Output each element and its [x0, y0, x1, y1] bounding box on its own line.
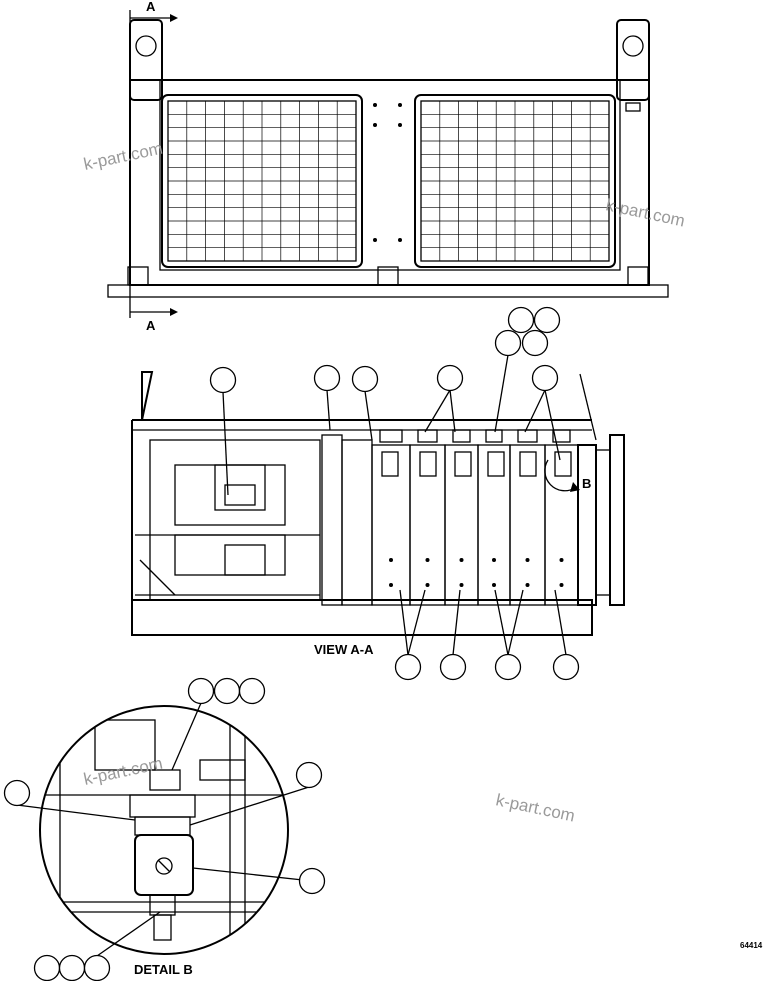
view-a-a: B VIEW A-A: [131, 371, 625, 657]
watermark: k-part.com: [494, 790, 576, 825]
callout-balloon: [33, 954, 61, 981]
callout-balloon: [531, 364, 559, 392]
callout-balloon: [58, 954, 86, 981]
callout-balloon: [83, 954, 111, 981]
callout-balloon: [533, 306, 561, 334]
view-label: VIEW A-A: [314, 642, 374, 657]
callout-balloon: [494, 653, 522, 681]
detail-b: DETAIL B: [39, 705, 289, 977]
callout-balloon: [507, 306, 535, 334]
callout-balloon: [552, 653, 580, 681]
callout-balloon: [494, 329, 522, 357]
callout-balloon: [187, 677, 215, 705]
top-view: A A: [107, 0, 669, 333]
callout-balloon: [313, 364, 341, 392]
callout-balloon: [213, 677, 241, 705]
callout-balloon: [351, 365, 379, 393]
section-marker-top: A: [146, 0, 156, 14]
callout-balloon: [238, 677, 266, 705]
watermark: k-part.com: [82, 754, 164, 789]
fitting-body: [129, 794, 196, 818]
drawing-number: 64414: [740, 941, 763, 950]
watermark: k-part.com: [82, 139, 164, 174]
callout-balloon: [521, 329, 549, 357]
outlet-flange: [609, 434, 625, 606]
base-plate: [107, 284, 669, 298]
detail-circle: [39, 705, 289, 955]
watermark: k-part.com: [604, 195, 686, 230]
callout-balloon: [3, 779, 31, 807]
lifting-ear-left: [129, 19, 163, 101]
lifting-ear-right: [616, 19, 650, 101]
callout-balloon: [436, 364, 464, 392]
callout-balloon: [295, 761, 323, 789]
solenoid-body: [134, 834, 194, 896]
grille-right: [414, 94, 616, 268]
callout-balloons: [3, 306, 580, 981]
detail-label: DETAIL B: [134, 962, 193, 977]
callout-balloon: [298, 867, 326, 895]
valve-bank: [371, 429, 579, 606]
section-marker-bottom: A: [146, 318, 156, 333]
grille-left: [161, 94, 363, 268]
callout-balloon: [394, 653, 422, 681]
fitting-nut: [149, 769, 181, 791]
callout-balloon: [439, 653, 467, 681]
pump-compartment: [149, 439, 321, 601]
housing-base: [131, 599, 593, 636]
callout-balloon: [209, 366, 237, 394]
detail-marker: B: [582, 476, 591, 491]
